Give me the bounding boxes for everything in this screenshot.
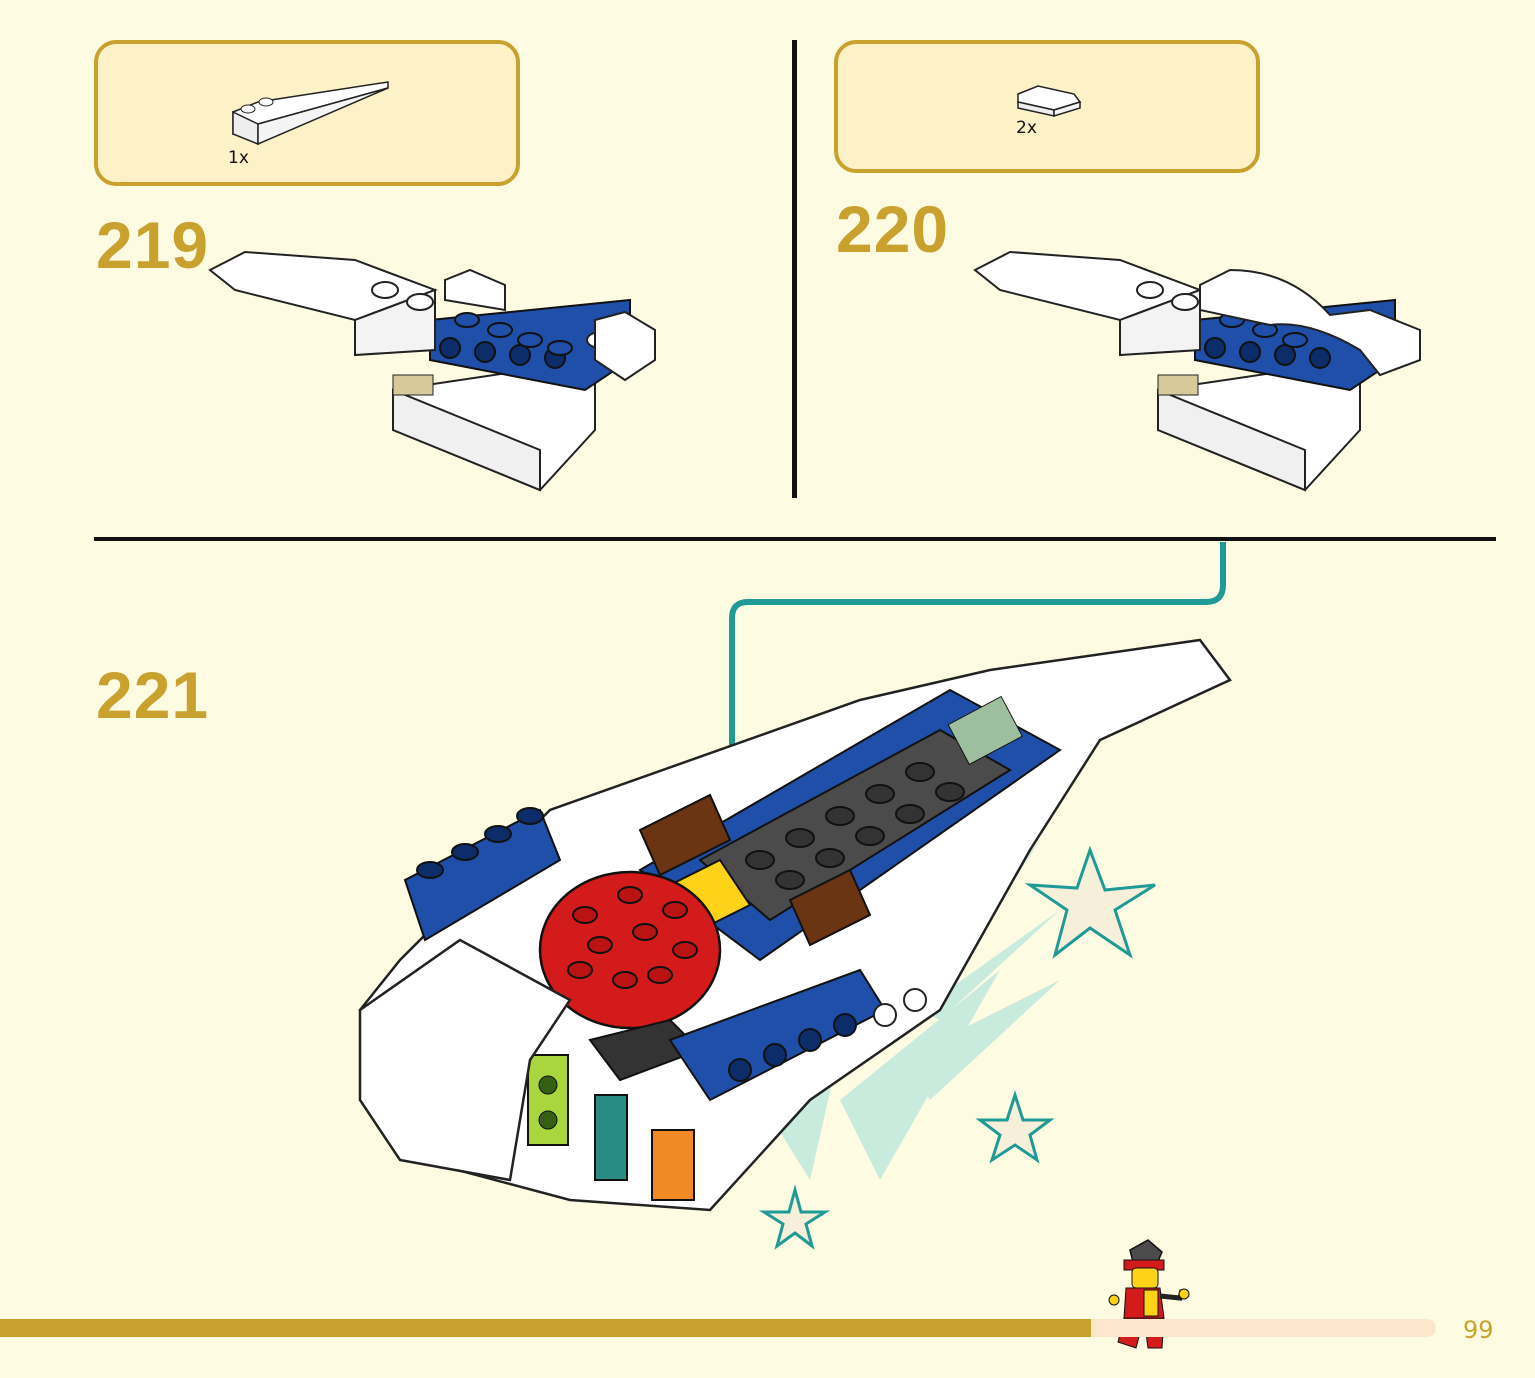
star-icon	[1024, 845, 1156, 959]
assembly-illustration-221	[358, 542, 1232, 1250]
page-progress-bar	[0, 1319, 1436, 1337]
parts-callout-220: 2x	[834, 40, 1260, 173]
horizontal-divider	[94, 537, 1496, 541]
page-progress-fill	[0, 1319, 1092, 1337]
assembly-illustration-220	[973, 250, 1421, 492]
piece-white-curved-slope-1x4	[232, 81, 389, 146]
part-quantity: 2x	[1016, 118, 1037, 138]
star-icon	[975, 1090, 1055, 1164]
star-icon	[758, 1184, 831, 1250]
page-number: 99	[1463, 1316, 1494, 1344]
assembly-illustration-219	[208, 250, 656, 492]
step-number-221: 221	[96, 658, 210, 732]
part-quantity: 1x	[228, 148, 249, 168]
parts-callout-219: 1x	[94, 40, 520, 186]
step-number-219: 219	[96, 208, 210, 282]
step-number-220: 220	[836, 192, 950, 266]
callout-arrow-line	[729, 542, 1226, 935]
piece-white-curved-slope-1x2	[1017, 85, 1082, 118]
vertical-divider	[792, 40, 797, 498]
minifigure-icon	[1108, 1239, 1190, 1349]
